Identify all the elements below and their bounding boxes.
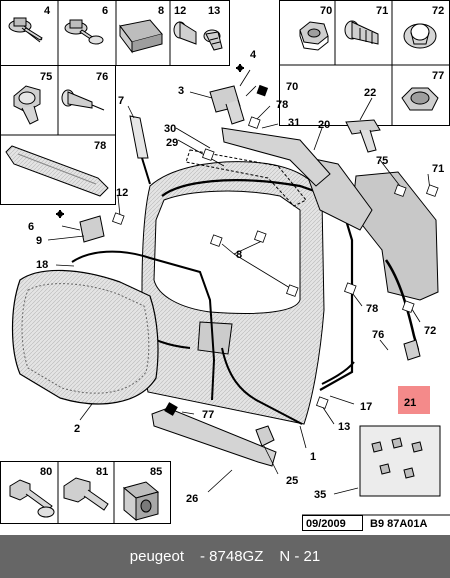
threaded-stop-icon [203, 29, 223, 51]
plastic-nut-icon [401, 87, 439, 111]
cell-label-81: 81 [96, 466, 108, 478]
callout-12: 12 [116, 187, 128, 199]
stamp-ref: B9 87A01A [370, 518, 428, 530]
upper-spoiler-strip [185, 127, 331, 207]
grommet-icon [403, 23, 437, 49]
hex-nut-icon [299, 21, 329, 51]
callout-7: 7 [118, 95, 124, 107]
screw-with-washer-icon [64, 19, 104, 45]
cell-label-75: 75 [40, 71, 52, 83]
callout-76: 76 [372, 329, 384, 341]
seal-strip-icon [5, 145, 109, 197]
callout-31: 31 [288, 117, 300, 129]
callout-6: 6 [28, 221, 34, 233]
bolt-icon [63, 477, 109, 511]
bump-stop-icon [173, 21, 197, 45]
callout-2: 2 [74, 423, 80, 435]
callout-1: 1 [310, 451, 316, 463]
stamp-date: 09/2009 [306, 518, 346, 530]
callout-8: 8 [236, 249, 242, 261]
hinge [209, 85, 245, 125]
callout-30: 30 [164, 123, 176, 135]
callout-4: 4 [250, 49, 257, 61]
cell-label-72: 72 [432, 5, 444, 17]
rear-window-glass [11, 269, 159, 405]
callout-26: 26 [186, 493, 198, 505]
callout-35: 35 [314, 489, 326, 501]
cell-label-71: 71 [376, 5, 388, 17]
expansion-rivet-icon [61, 89, 105, 111]
screw-with-washer-icon [8, 17, 43, 43]
callout-22: 22 [364, 87, 376, 99]
clip-markers [112, 116, 439, 409]
cell-label-12: 12 [174, 5, 186, 17]
footer-bar: peugeot - 8748GZ N - 21 [0, 535, 450, 578]
callout-70: 70 [286, 81, 298, 93]
cell-label-80: 80 [40, 466, 52, 478]
bracket-9 [79, 215, 105, 243]
callout-17: 17 [360, 401, 372, 413]
callout-25: 25 [286, 475, 298, 487]
push-clip-icon [344, 20, 379, 45]
callout-75: 75 [376, 155, 388, 167]
callout-71: 71 [432, 163, 444, 175]
lock-mechanism [255, 425, 275, 447]
highlight-box-21 [398, 386, 430, 414]
callout-77: 77 [202, 409, 214, 421]
footer-page: N - 21 [279, 548, 321, 565]
wiring-loom [384, 259, 421, 361]
clip-bag [359, 425, 441, 497]
bolt-icon [9, 479, 55, 518]
callout-29: 29 [166, 137, 178, 149]
outer-seal-lower [221, 347, 303, 425]
callout-13: 13 [338, 421, 350, 433]
bottom-left-parts-grid [0, 461, 171, 524]
plastic-rivet-icon [13, 85, 41, 125]
cell-label-76: 76 [96, 71, 108, 83]
callout-9: 9 [36, 235, 42, 247]
cell-label-8: 8 [158, 5, 164, 17]
callout-72: 72 [424, 325, 436, 337]
exploded-diagram: 4 6 8 12 13 70 71 72 [0, 0, 450, 531]
cell-label-13: 13 [208, 5, 220, 17]
rubber-block-icon [119, 19, 163, 54]
left-mid-parts-grid [0, 65, 116, 205]
footer-brand: peugeot [129, 548, 184, 565]
cell-label-85: 85 [150, 466, 162, 478]
tailgate-panel [140, 161, 325, 425]
cell-label-70: 70 [320, 5, 332, 17]
callout-78-right: 78 [366, 303, 378, 315]
callout-78-top: 78 [276, 99, 288, 111]
black-clip-markers [56, 64, 269, 416]
footer-part-number: - 8748GZ [200, 548, 264, 565]
cell-label-77: 77 [432, 70, 444, 82]
handle-bracket [345, 119, 381, 153]
catalogue-stamp [302, 514, 450, 531]
callout-3: 3 [178, 85, 184, 97]
cell-label-6: 6 [102, 5, 108, 17]
cage-nut-icon [122, 481, 160, 522]
gas-strut [129, 115, 151, 185]
cell-label-4: 4 [44, 5, 51, 17]
callout-18: 18 [36, 259, 48, 271]
leader-lines [47, 69, 431, 495]
cell-label-78: 78 [94, 140, 106, 152]
callout-21: 21 [404, 397, 416, 409]
callout-20: 20 [318, 119, 330, 131]
